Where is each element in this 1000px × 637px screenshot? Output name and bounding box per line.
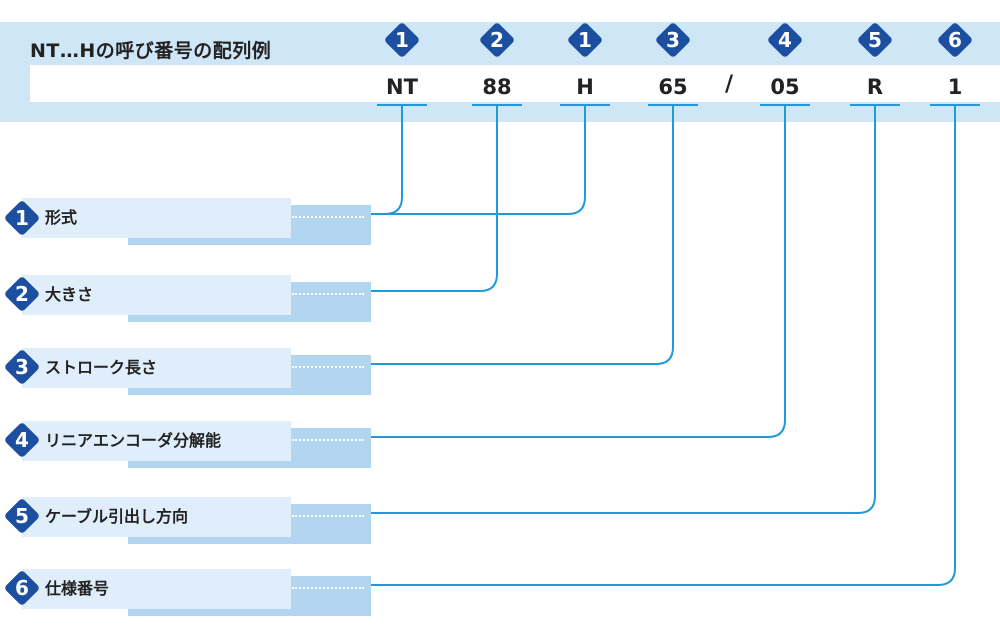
code-underline [930,104,980,106]
item-number: 5 [15,504,29,528]
code-separator: / [724,72,734,97]
segment-number: 3 [666,28,680,52]
label-dots [292,216,364,218]
item-box-model [22,198,291,238]
item-box-size [22,275,291,315]
label-dots [292,366,364,368]
item-number: 4 [15,428,29,452]
connector-4 [371,106,786,438]
connector-6 [371,106,956,586]
code-underline [472,104,522,106]
segment-number: 5 [868,28,882,52]
item-label-spec: 仕様番号 [45,579,110,598]
label-dots [292,515,364,517]
item-label-cable: ケーブル引出し方向 [45,507,189,526]
code-segment-size: 88 [482,75,512,99]
segment-number: 1 [395,28,409,52]
item-label-size: 大きさ [45,285,94,304]
code-underline [560,104,610,106]
item-box-spec [22,569,291,609]
item-label-resolution: リニアエンコーダ分解能 [45,431,222,450]
code-underline [760,104,810,106]
item-number: 6 [15,576,29,600]
code-underline [377,104,427,106]
item-label-stroke: ストローク長さ [45,358,158,377]
item-number: 3 [15,355,29,379]
item-number: 2 [15,282,29,306]
code-underline [648,104,698,106]
segment-number: 2 [490,28,504,52]
segment-number: 1 [578,28,592,52]
item-box-stroke [22,348,291,388]
label-dots [292,439,364,441]
item-box-cable [22,497,291,537]
code-segment-h: H [576,75,594,99]
code-underline [850,104,900,106]
connector-1-nt [371,106,403,215]
connector-3 [371,106,674,365]
segment-number: 6 [948,28,962,52]
label-dots [292,293,364,295]
header-title: NT…Hの呼び番号の配列例 [30,40,272,62]
connector-5 [371,106,876,514]
code-segment-spec: 1 [947,75,963,99]
code-segment-nt: NT [386,75,418,99]
connector-2 [371,106,498,292]
code-segment-resolution: 05 [770,75,800,99]
code-segment-stroke: 65 [658,75,688,99]
item-label-model: 形式 [45,208,78,227]
item-number: 1 [15,206,29,230]
connector-1-h [371,106,586,215]
segment-number: 4 [778,28,792,52]
label-dots [292,587,364,589]
item-box-resolution [22,421,291,461]
code-strip [30,65,1000,102]
code-segment-cable: R [866,75,884,99]
